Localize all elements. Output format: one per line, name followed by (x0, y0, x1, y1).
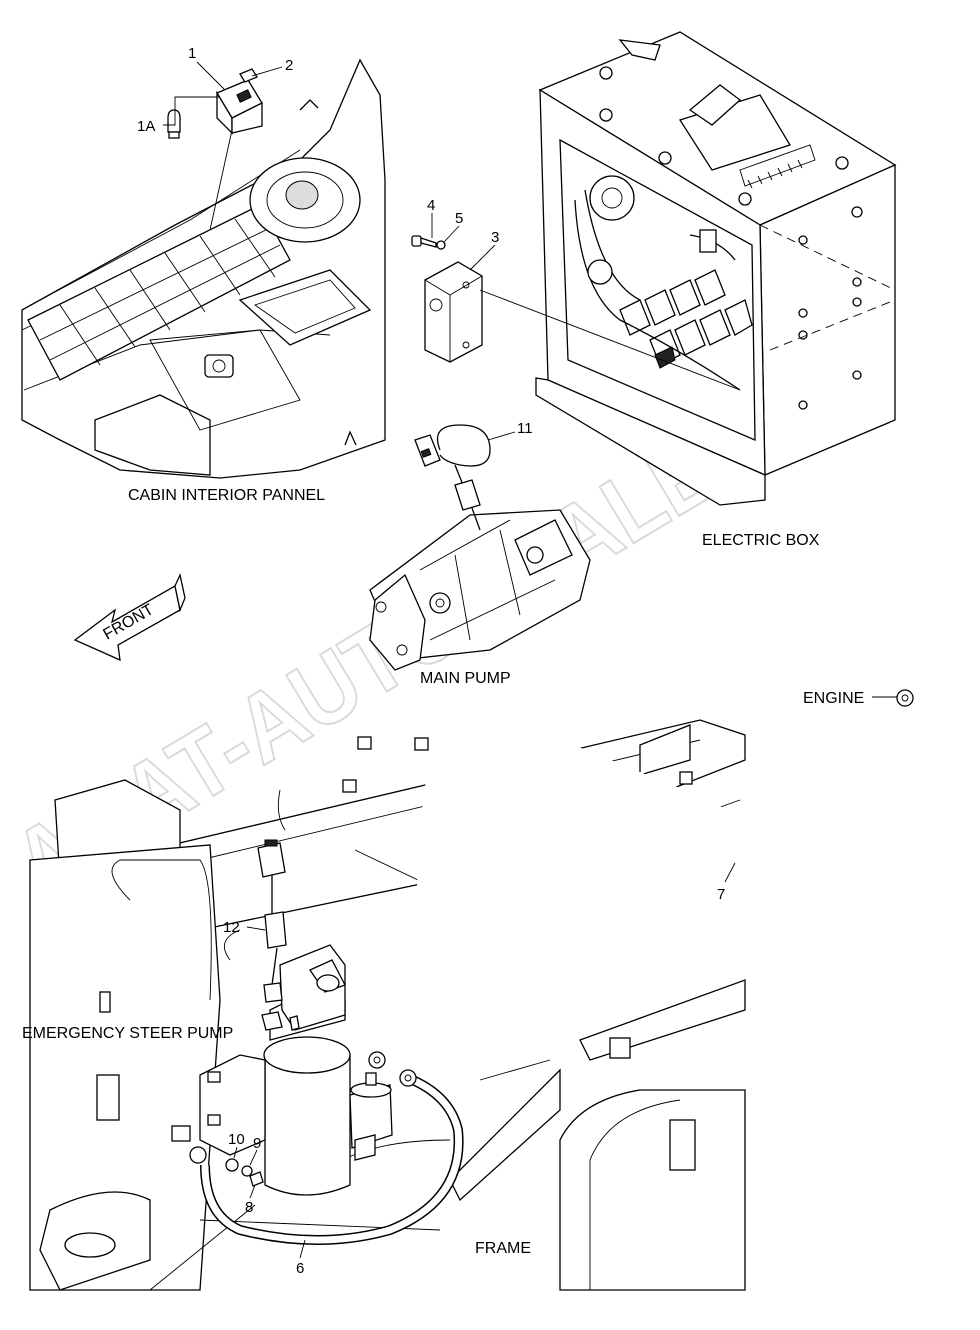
callout-8: 8 (245, 1199, 253, 1216)
part-3-module (424, 261, 483, 363)
label-emergency-steer-pump: EMERGENCY STEER PUMP (22, 1025, 233, 1042)
callout-10: 10 (228, 1131, 245, 1148)
bolt-part-4 (411, 235, 437, 248)
label-electric-box: ELECTRIC BOX (702, 532, 820, 549)
callout-7: 7 (717, 886, 725, 903)
label-engine: ENGINE (803, 690, 864, 707)
callout-3: 3 (491, 229, 499, 246)
washer-part-10 (225, 1158, 239, 1172)
callout-4: 4 (427, 197, 435, 214)
ground-cable-part-6 (201, 1074, 463, 1244)
label-main-pump: MAIN PUMP (420, 670, 511, 687)
bolt-part-8 (249, 1171, 264, 1187)
electric-box (535, 31, 897, 506)
label-frame: FRAME (475, 1240, 531, 1257)
washer-part-9 (241, 1165, 253, 1177)
bulb-icon (167, 109, 181, 139)
callout-9: 9 (253, 1135, 261, 1152)
washer-part-5 (436, 240, 446, 250)
cap-part-2 (239, 68, 258, 83)
sensor-part-11 (414, 424, 491, 531)
callout-6: 6 (296, 1260, 304, 1277)
callout-1a: 1A (137, 118, 155, 135)
callout-12: 12 (223, 919, 240, 936)
leader-lines (163, 61, 897, 1259)
vent-grille (27, 204, 291, 381)
switch-part-1 (209, 79, 263, 231)
main-pump (369, 509, 591, 671)
cabin-interior-panel (21, 58, 386, 479)
label-cabin-interior-panel: CABIN INTERIOR PANNEL (128, 487, 325, 504)
callout-2: 2 (285, 57, 293, 74)
callout-11: 11 (517, 420, 533, 437)
callout-1: 1 (188, 45, 196, 62)
front-arrow (73, 572, 186, 662)
callout-5: 5 (455, 210, 463, 227)
pressure-switch-part-12 (257, 839, 287, 1003)
emergency-steer-pump (199, 944, 393, 1196)
